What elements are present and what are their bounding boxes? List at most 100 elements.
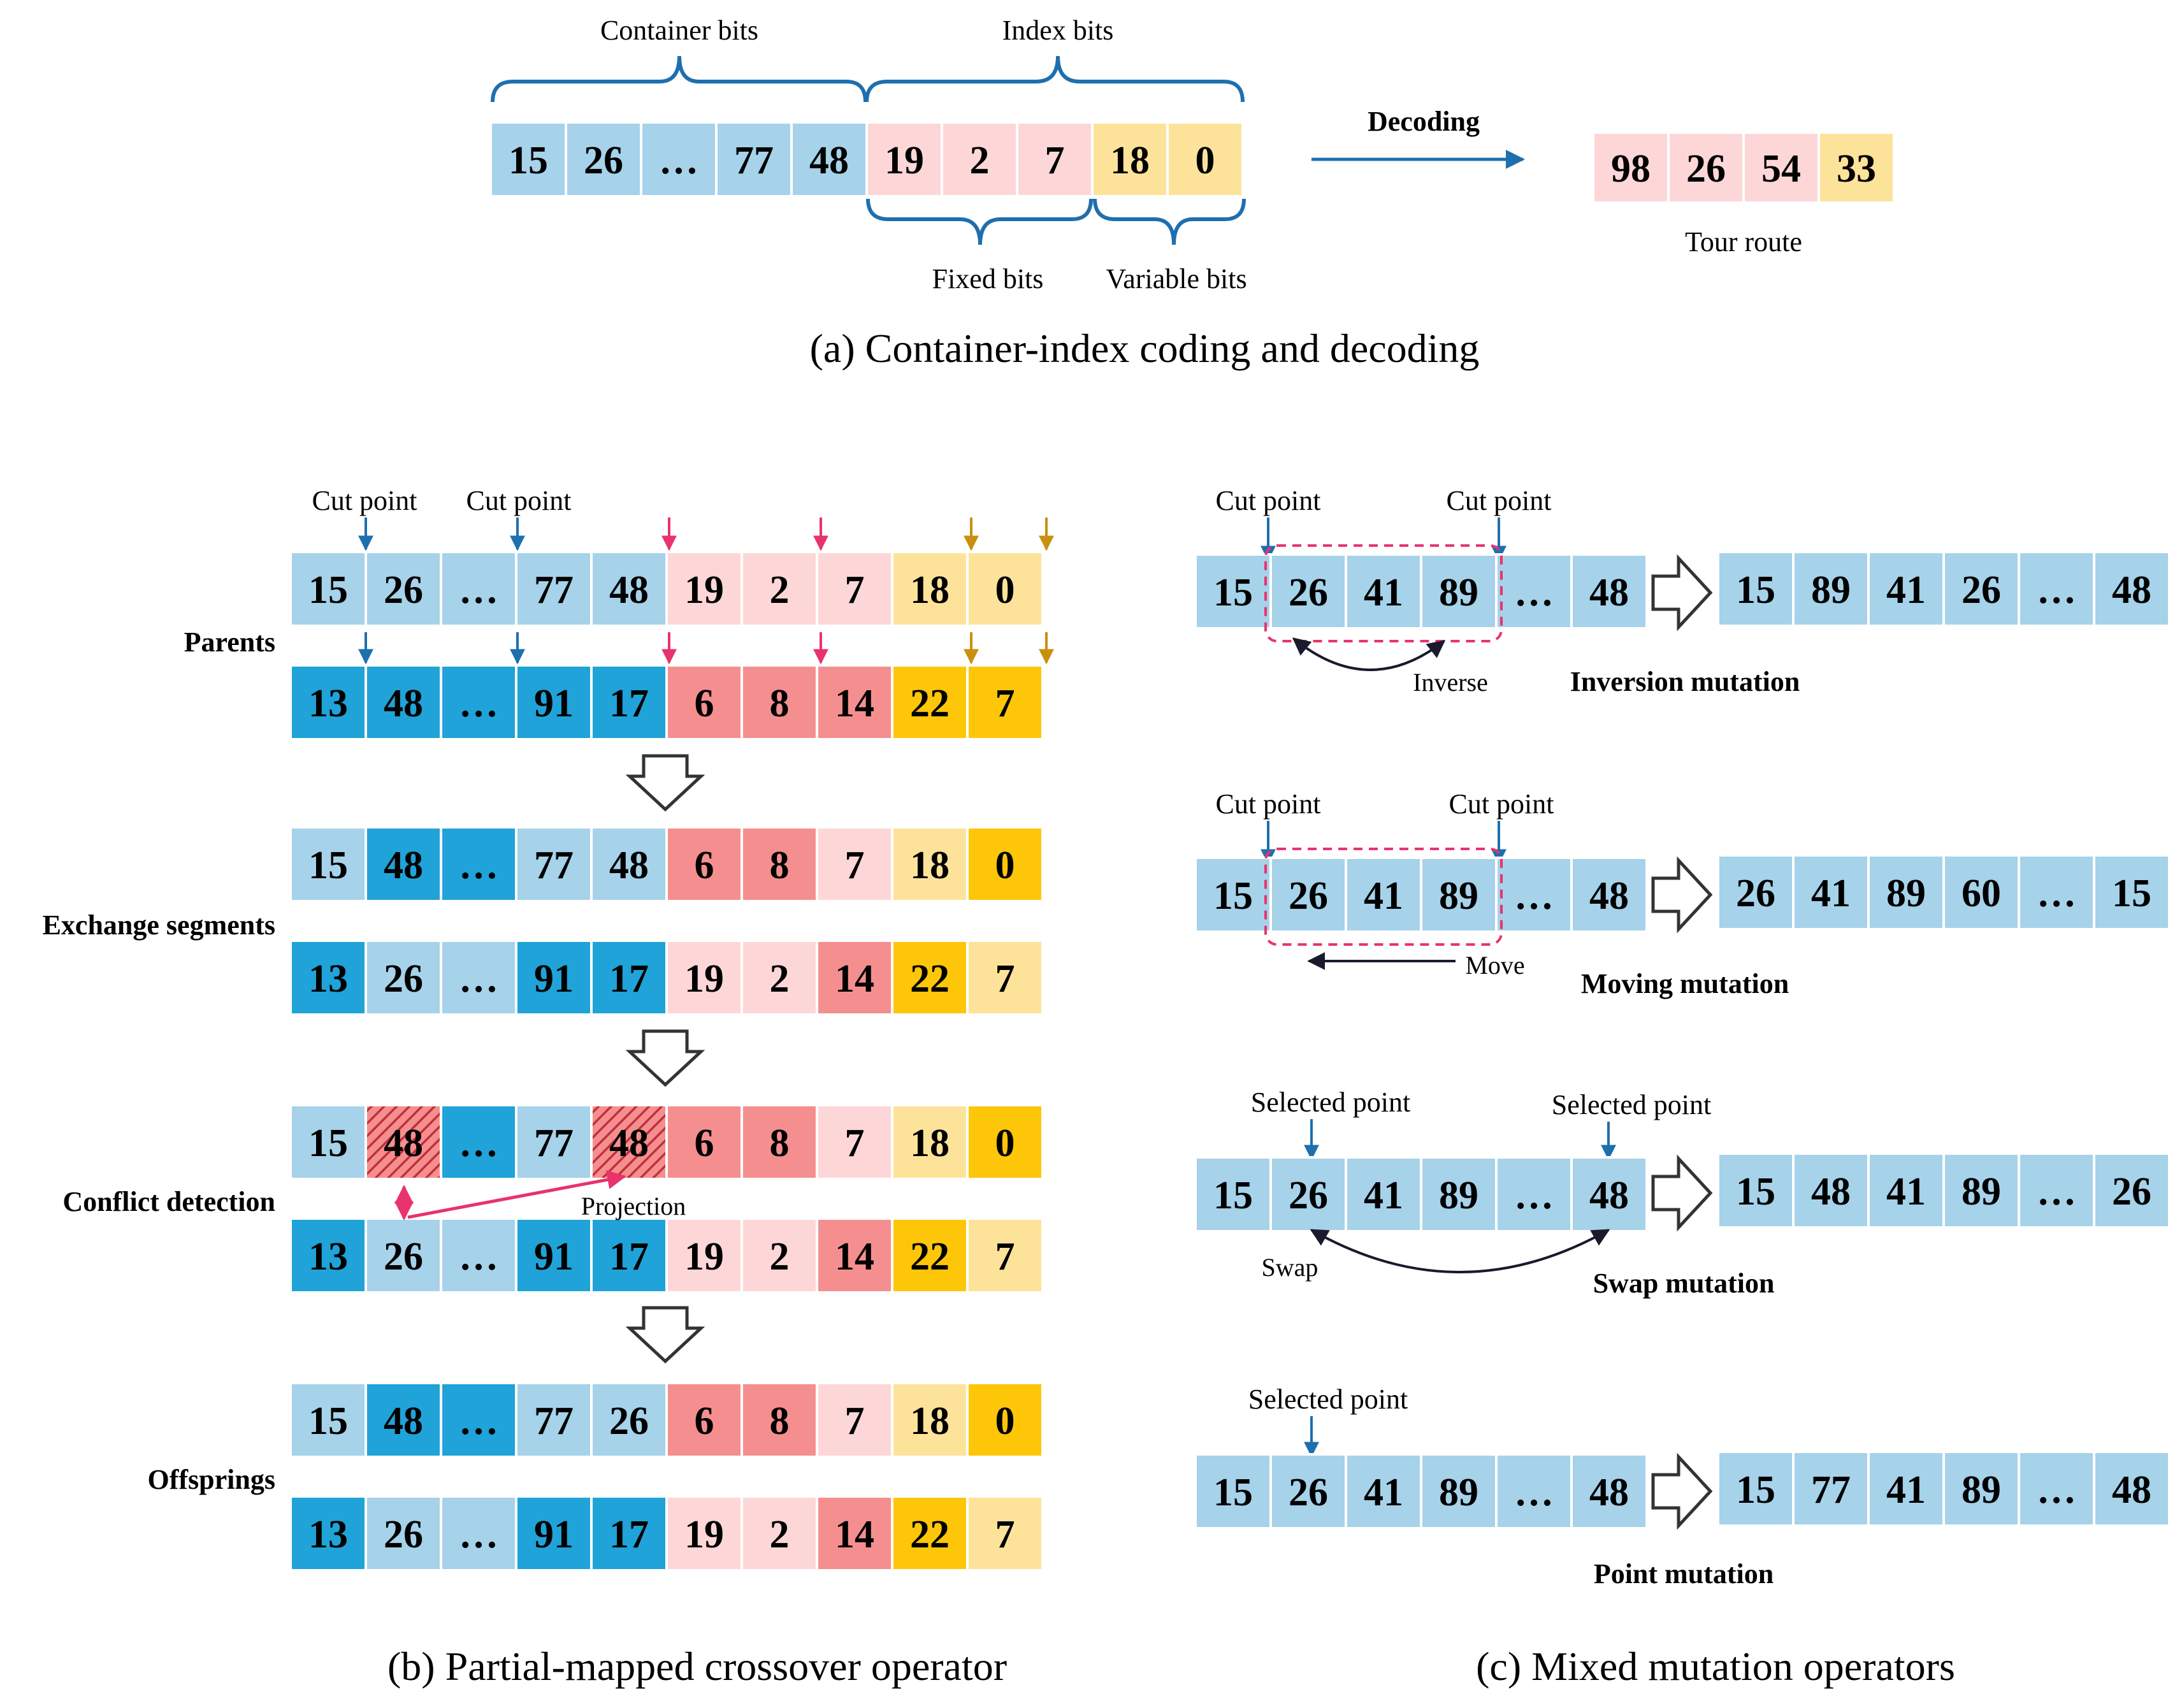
gene-value: 15 (308, 568, 348, 612)
stage-label-conflict: Conflict detection (62, 1186, 275, 1217)
gene-value: 17 (609, 682, 649, 725)
gene-cell (590, 939, 668, 1016)
gene-cell (590, 1104, 668, 1180)
gene-cell (665, 664, 743, 741)
gene-value: 14 (835, 1513, 874, 1556)
gene-value: 48 (384, 844, 423, 887)
gene-value: 2 (770, 568, 790, 612)
selected-point-label: Selected point (1251, 1087, 1411, 1118)
gene-value: … (459, 957, 498, 1001)
gene-value: 41 (1886, 1468, 1926, 1512)
fixed-bits-brace (866, 198, 1093, 245)
gene-value: … (2037, 568, 2076, 612)
gene-cell (1717, 551, 1795, 627)
gene-value: 89 (1439, 874, 1478, 918)
gene-value: 2 (770, 1513, 790, 1556)
gene-value: 89 (1439, 1174, 1478, 1217)
gene-cell (966, 1217, 1044, 1294)
gene-value: 2 (770, 1235, 790, 1278)
selected-segment-box (1264, 544, 1503, 642)
gene-cell (590, 1217, 668, 1294)
projection-arrow (407, 1170, 626, 1219)
gene-value: 77 (534, 1400, 574, 1443)
gene-value: 26 (1289, 571, 1328, 614)
gene-value: 7 (845, 1400, 865, 1443)
gene-cell (741, 1217, 818, 1294)
gene-value: 26 (384, 957, 423, 1001)
gene-value: 91 (534, 957, 574, 1001)
gene-cell (365, 551, 442, 627)
gene-value: 48 (2112, 568, 2151, 612)
gene-cell (1792, 854, 1870, 930)
gene-value: 33 (1837, 147, 1876, 191)
gene-value: 13 (308, 1235, 348, 1278)
gene-cell (440, 1104, 517, 1180)
gene-value: 77 (534, 568, 574, 612)
gene-cell (289, 1382, 367, 1458)
caption-b: (b) Partial-mapped crossover operator (387, 1644, 1007, 1689)
gene-value: 22 (910, 1235, 950, 1278)
selected-segment-box (1264, 848, 1503, 946)
right-block-arrow (1651, 554, 1713, 632)
gene-cell (891, 1382, 969, 1458)
gene-cell (2093, 551, 2171, 627)
gene-cell (741, 1495, 818, 1572)
gene-cell (665, 1382, 743, 1458)
gene-cell (1792, 1451, 1870, 1527)
stage-transition-arrows (625, 754, 705, 1364)
gene-cell (1717, 854, 1795, 930)
gene-value: 77 (1811, 1468, 1851, 1512)
gene-value: 8 (770, 844, 790, 887)
gene-value: 8 (770, 1400, 790, 1443)
gene-cell (816, 551, 893, 627)
gene-cell (741, 826, 818, 902)
right-block-arrow (1651, 856, 1713, 934)
gene-cell (816, 1382, 893, 1458)
gene-value: 54 (1761, 147, 1801, 191)
gene-value: 26 (584, 139, 623, 182)
projection-label: Projection (581, 1192, 686, 1220)
gene-cell (2093, 854, 2171, 930)
gene-value: 26 (384, 1513, 423, 1556)
gene-value: 15 (1213, 1471, 1253, 1514)
gene-cell (941, 121, 1018, 198)
gene-value: 15 (509, 139, 548, 182)
gene-cell (1570, 1453, 1648, 1530)
gene-value: … (1514, 571, 1554, 614)
swap-arc (1310, 1229, 1610, 1273)
gene-cell (1867, 1451, 1945, 1527)
gene-cell (365, 826, 442, 902)
gene-cell (1269, 553, 1347, 630)
gene-value: 89 (1886, 872, 1926, 915)
gene-value: … (1514, 1174, 1554, 1217)
gene-cell (665, 551, 743, 627)
gene-value: 17 (609, 1513, 649, 1556)
index-brace (865, 55, 1245, 103)
gene-value: 48 (2112, 1468, 2151, 1512)
gene-value: 48 (809, 139, 849, 182)
gene-value: 19 (684, 1235, 724, 1278)
gene-value: 41 (1886, 1170, 1926, 1213)
gene-value: … (659, 139, 698, 182)
gene-value: … (459, 1122, 498, 1165)
gene-cell (1420, 857, 1498, 933)
gene-value: 41 (1364, 571, 1403, 614)
cut-point-label: Cut point (1215, 788, 1320, 820)
gene-value: 26 (384, 568, 423, 612)
gene-value: 48 (384, 682, 423, 725)
gene-cell (1194, 553, 1272, 630)
gene-value: 19 (885, 139, 924, 182)
gene-cell (1345, 1453, 1422, 1530)
gene-cell (816, 664, 893, 741)
gene-cell (966, 1104, 1044, 1180)
gene-value: 48 (1811, 1170, 1851, 1213)
container-bits-label: Container bits (600, 15, 758, 46)
gene-value: 6 (695, 1400, 714, 1443)
gene-cell (565, 121, 642, 198)
gene-value: 26 (1289, 1174, 1328, 1217)
gene-cell (1592, 131, 1670, 204)
gene-value: 41 (1364, 1471, 1403, 1514)
gene-value: 15 (308, 844, 348, 887)
gene-cell (640, 121, 718, 198)
